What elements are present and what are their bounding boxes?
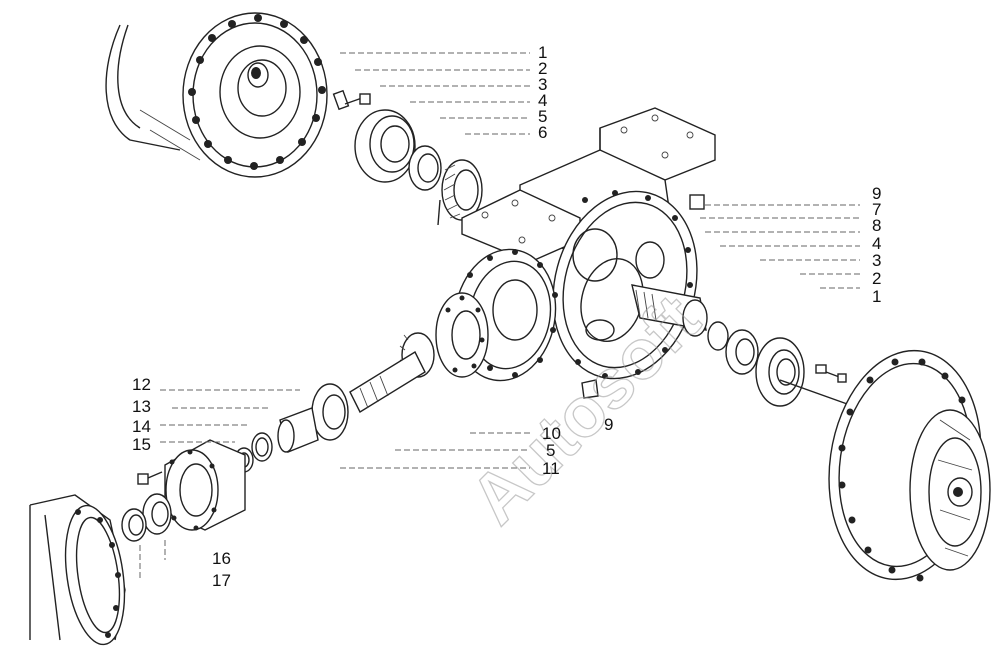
callout-13: 13 bbox=[132, 397, 151, 416]
callout-17: 17 bbox=[212, 571, 231, 590]
leader-lines bbox=[139, 52, 860, 580]
callouts-bottom-left: 16 17 bbox=[212, 549, 231, 590]
callouts-bottom-mid: 10 5 11 bbox=[542, 424, 561, 478]
plug-part-9-bottom bbox=[581, 379, 599, 399]
bolt-part-1-right bbox=[779, 364, 851, 406]
callouts-top: 1 2 3 4 5 6 bbox=[538, 43, 547, 142]
wheel-hub-bottom-left bbox=[29, 494, 126, 646]
bearing-part-11 bbox=[311, 383, 349, 441]
seal-part-17 bbox=[121, 508, 147, 542]
callout-9-center: 9 bbox=[604, 415, 613, 434]
callout-3-top: 3 bbox=[538, 75, 547, 94]
bearing-housing-part-15 bbox=[164, 439, 246, 531]
callout-5-bottom: 5 bbox=[546, 441, 555, 460]
wheel-hub-top-left bbox=[105, 12, 328, 178]
callout-2-top: 2 bbox=[538, 59, 547, 78]
callout-4-top: 4 bbox=[538, 91, 547, 110]
plug-part-9-right bbox=[689, 194, 705, 210]
callouts-left: 12 13 14 15 bbox=[132, 375, 151, 454]
bearing-ring-part-4-top bbox=[408, 145, 442, 191]
pinion-shaft bbox=[349, 351, 426, 413]
flange-part-10 bbox=[435, 292, 489, 378]
callout-8-right: 8 bbox=[872, 216, 881, 235]
wheel-hub-bottom-right bbox=[828, 349, 991, 582]
callout-3-right: 3 bbox=[872, 251, 881, 270]
callout-2-right: 2 bbox=[872, 269, 881, 288]
ring-part-13 bbox=[251, 432, 273, 462]
callout-12: 12 bbox=[132, 375, 151, 394]
seal-part-16 bbox=[142, 493, 172, 535]
callout-16: 16 bbox=[212, 549, 231, 568]
bolt-part-15 bbox=[137, 471, 163, 485]
bearing-ring-part-4-right bbox=[707, 321, 759, 375]
spacer-part-12 bbox=[277, 407, 319, 453]
callouts-right: 9 7 8 4 3 2 1 bbox=[872, 184, 881, 306]
callout-10: 10 bbox=[542, 424, 561, 443]
callout-1-right: 1 bbox=[872, 287, 881, 306]
bolt-part-1-top bbox=[332, 89, 371, 111]
callout-15: 15 bbox=[132, 435, 151, 454]
callout-5-top: 5 bbox=[538, 107, 547, 126]
callout-1-top: 1 bbox=[538, 43, 547, 62]
bevel-gear-part-6 bbox=[437, 159, 483, 226]
callout-14: 14 bbox=[132, 417, 151, 436]
callout-4-right: 4 bbox=[872, 234, 881, 253]
callout-9-right: 9 bbox=[872, 184, 881, 203]
callout-7-right: 7 bbox=[872, 200, 881, 219]
drive-shaft-right bbox=[631, 284, 708, 337]
callout-11: 11 bbox=[542, 459, 560, 478]
bearing-cover-part-3 bbox=[354, 109, 416, 183]
bearing-cover-part-3-right bbox=[755, 337, 805, 407]
callout-6-top: 6 bbox=[538, 123, 547, 142]
